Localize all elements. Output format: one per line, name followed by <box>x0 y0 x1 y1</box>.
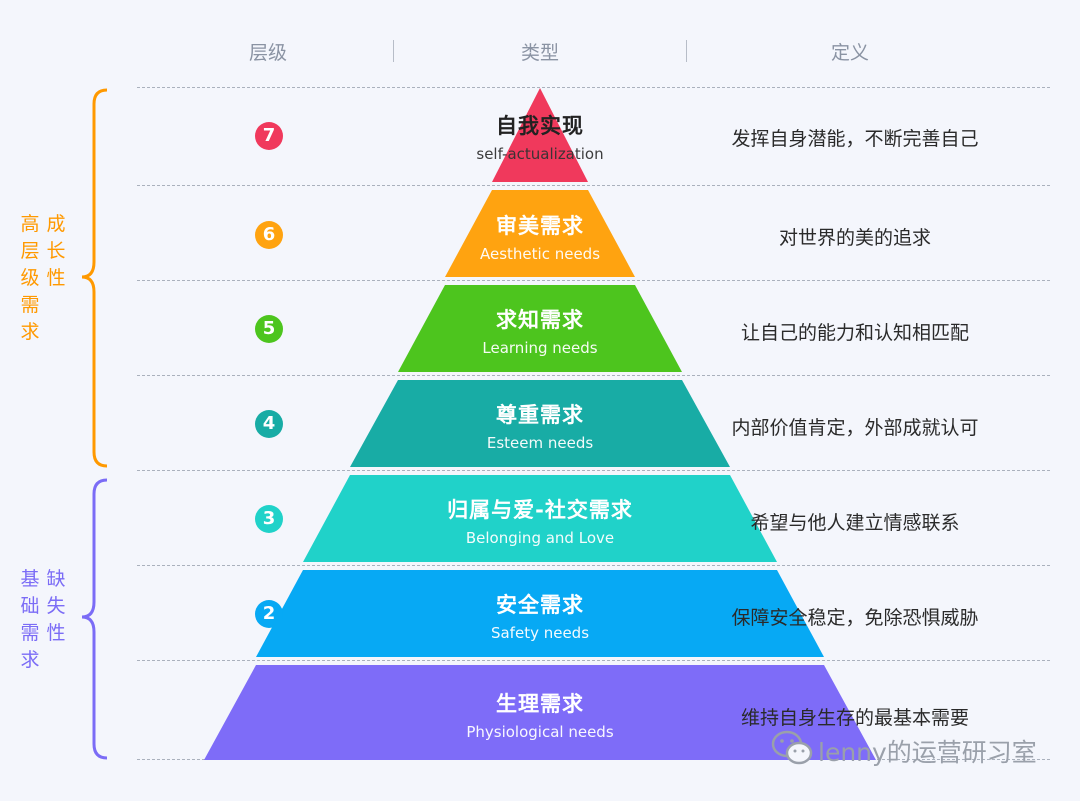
tier-label-3: 归属与爱-社交需求 Belonging and Love <box>390 494 690 547</box>
row-divider <box>137 185 1050 186</box>
tier-shape-2 <box>256 570 824 657</box>
level-badge-3: 3 <box>255 505 283 533</box>
definition-4: 内部价值肯定，外部成就认可 <box>731 417 979 439</box>
level-badge-7: 7 <box>255 122 283 150</box>
group-label-col1: 基础需求 <box>20 568 40 671</box>
tier-shape-6 <box>445 190 635 277</box>
group-label-col2: 缺失性 <box>46 568 66 644</box>
tier-shape-4 <box>350 380 730 467</box>
header-level: 层级 <box>248 42 287 64</box>
tier-shape-1 <box>204 665 876 760</box>
header-type: 类型 <box>520 42 559 64</box>
definition-7: 发挥自身潜能，不断完善自己 <box>731 128 979 150</box>
tier-shape-5 <box>398 285 682 372</box>
brace-high <box>81 88 108 468</box>
wechat-icon <box>771 730 813 765</box>
tier-label-7: 自我实现 self-actualization <box>440 110 640 163</box>
definition-3: 希望与他人建立情感联系 <box>750 512 960 534</box>
tier-name-cn: 求知需求 <box>496 308 584 332</box>
brace-basic <box>81 478 108 760</box>
group-label-col1: 高层级需求 <box>20 213 40 343</box>
group-label-col2: 成长性 <box>46 213 66 289</box>
row-divider <box>137 565 1050 566</box>
level-badge-4: 4 <box>255 410 283 438</box>
tier-name-cn: 尊重需求 <box>496 403 584 427</box>
tier-name-en: Belonging and Love <box>465 529 615 547</box>
tier-label-6: 审美需求 Aesthetic needs <box>440 210 640 263</box>
row-divider <box>137 375 1050 376</box>
tier-label-4: 尊重需求 Esteem needs <box>440 399 640 452</box>
tier-name-en: Safety needs <box>490 624 590 642</box>
header-definition: 定义 <box>830 42 869 64</box>
tier-label-5: 求知需求 Learning needs <box>440 304 640 357</box>
tier-name-cn: 归属与爱-社交需求 <box>447 498 633 522</box>
tier-name-en: Aesthetic needs <box>479 245 601 263</box>
tier-label-2: 安全需求 Safety needs <box>440 589 640 642</box>
row-divider <box>137 470 1050 471</box>
tier-name-en: Esteem needs <box>486 434 594 452</box>
definition-1: 维持自身生存的最基本需要 <box>740 707 969 729</box>
tier-label-1: 生理需求 Physiological needs <box>440 688 640 741</box>
definition-6: 对世界的美的追求 <box>778 227 931 249</box>
definition-5: 让自己的能力和认知相匹配 <box>740 322 969 344</box>
header-separator <box>686 40 687 62</box>
row-divider <box>137 280 1050 281</box>
tier-name-cn: 生理需求 <box>496 692 584 716</box>
definition-2: 保障安全稳定，免除恐惧威胁 <box>731 607 979 629</box>
tier-name-cn: 安全需求 <box>496 593 584 617</box>
header-separator <box>393 40 394 62</box>
tier-name-en: self-actualization <box>476 145 604 163</box>
tier-shape-3 <box>303 475 777 562</box>
tier-name-cn: 审美需求 <box>496 214 584 238</box>
row-divider <box>137 87 1050 88</box>
level-badge-2: 2 <box>255 600 283 628</box>
tier-name-en: Learning needs <box>482 339 598 357</box>
level-badge-5: 5 <box>255 315 283 343</box>
level-badge-6: 6 <box>255 221 283 249</box>
tier-name-cn: 自我实现 <box>496 114 584 138</box>
watermark-text: lenny的运营研习室 <box>818 738 1037 767</box>
row-divider <box>137 660 1050 661</box>
tier-name-en: Physiological needs <box>466 723 614 741</box>
tier-shape-7 <box>492 88 588 182</box>
